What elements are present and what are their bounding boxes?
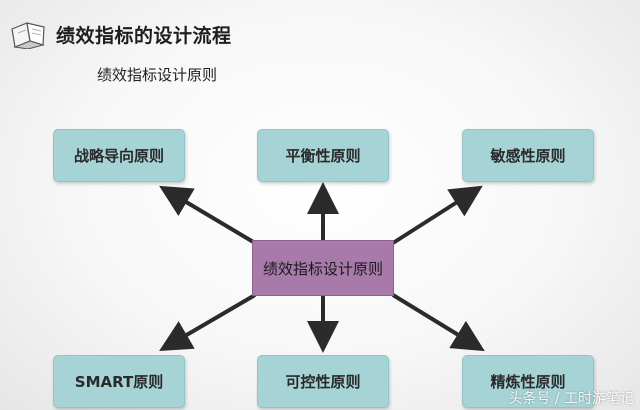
principle-box-conciseness: 精炼性原则 [462, 355, 594, 408]
arrow-top-left [159, 185, 257, 245]
arrow-bottom-right [391, 293, 485, 352]
section-subtitle: 绩效指标设计原则 [97, 66, 218, 84]
arrow-bottom-left [159, 293, 257, 352]
book-icon [11, 22, 45, 49]
center-node: 绩效指标设计原则 [252, 240, 394, 296]
header: 绩效指标的设计流程 [10, 18, 232, 50]
principle-box-sensitivity: 敏感性原则 [462, 129, 594, 182]
arrow-top-right [391, 185, 483, 245]
principle-box-smart: SMART原则 [53, 355, 185, 408]
principle-box-balance: 平衡性原则 [257, 129, 389, 182]
watermark: 头条号 / 工时游笔记 [508, 391, 634, 407]
page-title: 绩效指标的设计流程 [56, 24, 232, 47]
principle-box-controllability: 可控性原则 [257, 355, 389, 408]
principle-box-strategy: 战略导向原则 [53, 129, 185, 182]
